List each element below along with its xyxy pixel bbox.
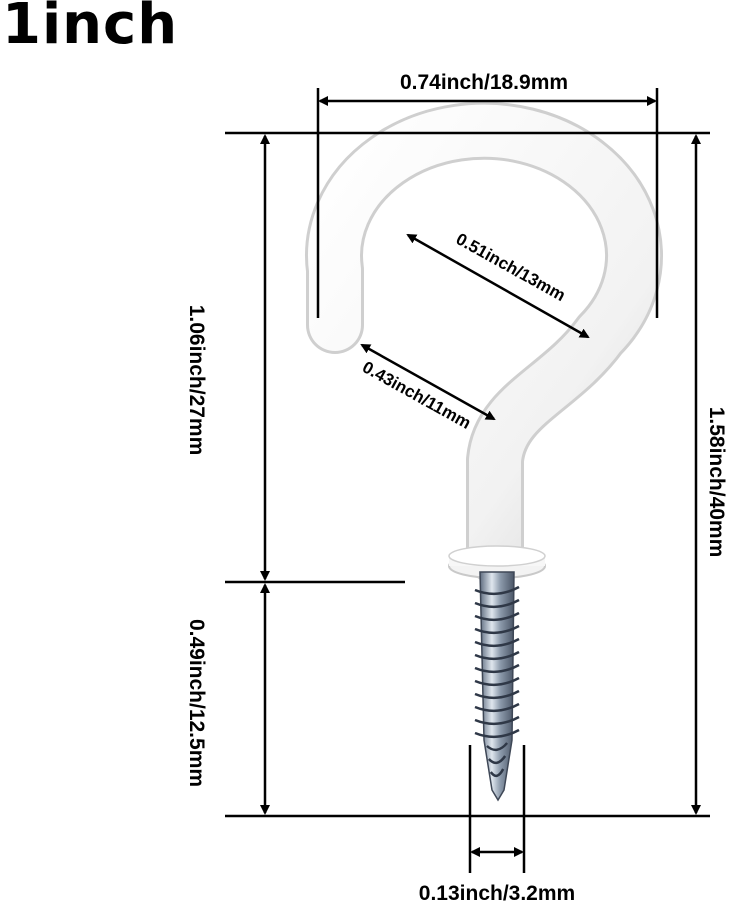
screw-thread bbox=[474, 585, 520, 596]
screw-length-label: 0.49inch/12.5mm bbox=[185, 619, 208, 787]
screw-thread bbox=[474, 676, 520, 687]
screw-thread bbox=[474, 715, 520, 726]
hook-body bbox=[308, 104, 661, 581]
total-height-label: 1.58inch/40mm bbox=[705, 407, 728, 558]
opening-arrow bbox=[360, 343, 496, 421]
dimension-lines bbox=[225, 88, 710, 873]
screw-thread bbox=[474, 611, 520, 622]
screw-thread bbox=[474, 689, 520, 700]
screw-thread bbox=[474, 598, 520, 609]
screw-thread bbox=[474, 728, 520, 739]
screw-thread bbox=[489, 768, 505, 778]
inner-diameter-arrow bbox=[406, 233, 590, 339]
screw-thread bbox=[486, 742, 509, 752]
screw-thread bbox=[487, 755, 507, 765]
cup-hook-illustration bbox=[305, 101, 664, 802]
screw-thread bbox=[474, 650, 520, 661]
top-width-label: 0.74inch/18.9mm bbox=[400, 71, 568, 94]
screw-diameter-label: 0.13inch/3.2mm bbox=[419, 882, 575, 905]
hook-height-label: 1.06inch/27mm bbox=[185, 305, 208, 456]
screw-thread bbox=[474, 663, 520, 674]
screw-thread bbox=[474, 624, 520, 635]
size-title: 1inch bbox=[2, 0, 179, 57]
screw-shank bbox=[474, 571, 520, 802]
opening-label: 0.43inch/11mm bbox=[359, 358, 474, 433]
screw-thread bbox=[474, 637, 520, 648]
screw-thread bbox=[474, 702, 520, 713]
